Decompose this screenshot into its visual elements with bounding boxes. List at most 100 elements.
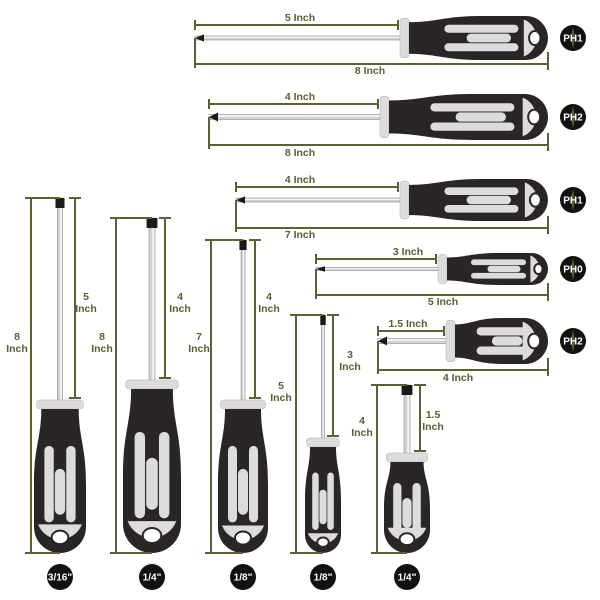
phillips-tip [378, 336, 387, 346]
phillips-tip [209, 112, 218, 122]
grip-stripe [327, 472, 334, 530]
tip-size-badge: 1/8" [230, 564, 256, 590]
badge-label: PH1 [563, 196, 583, 207]
slotted-screwdriver [384, 384, 430, 553]
phillips-screwdriver [315, 253, 548, 285]
badge-label: 1/8" [314, 573, 333, 584]
grip-stripe [471, 272, 526, 279]
tip-size-badge: PH2 [560, 328, 586, 354]
phillips-tip [316, 266, 325, 272]
slotted-tip [146, 218, 158, 228]
phillips-star-icon [571, 27, 575, 49]
grip-stripe [312, 472, 319, 530]
grip-logo-panel [54, 468, 66, 515]
grip-logo-panel [402, 498, 412, 528]
grip-stripe [476, 327, 528, 336]
badge-circle [394, 564, 420, 590]
badge-label: PH1 [563, 34, 583, 45]
badge-circle [310, 564, 336, 590]
handle-collar [379, 96, 390, 138]
hang-hole [527, 332, 542, 350]
handle-collar [306, 437, 340, 448]
shaft-highlight [209, 115, 380, 117]
grip-logo-panel [466, 195, 511, 205]
grip-stripe [228, 445, 237, 523]
hang-hole [398, 532, 416, 547]
grip-stripe [249, 445, 258, 523]
grip-logo-panel [146, 457, 158, 510]
hang-hole [50, 529, 70, 546]
phillips-star-icon [571, 258, 575, 280]
grip-logo-panel [319, 489, 327, 525]
hang-hole [528, 29, 542, 47]
grip-stripe [471, 259, 526, 266]
slotted-tip [320, 315, 326, 325]
shaft-highlight [322, 315, 324, 438]
tip-size-badge: 3/16" [47, 564, 73, 590]
shaft-highlight [316, 268, 438, 270]
handle-collar [445, 320, 456, 362]
tip-size-badge: 1/4" [139, 564, 165, 590]
handle-collar [399, 180, 410, 220]
grip-stripe [444, 24, 519, 33]
badge-label: 1/8" [234, 573, 253, 584]
shaft-highlight [407, 385, 410, 453]
tip-size-badge: 1/8" [310, 564, 336, 590]
grip-logo-panel [487, 265, 521, 273]
hang-hole [528, 192, 542, 208]
overall-length-label: 7 Inch [285, 229, 315, 241]
phillips-star-icon [571, 106, 575, 128]
shaft-highlight [60, 198, 62, 400]
tip-size-badge: PH0 [560, 256, 586, 282]
hang-hole [527, 108, 542, 126]
grip-stripe [158, 431, 170, 519]
shaft-highlight [378, 339, 446, 341]
hang-hole [234, 530, 252, 546]
slotted-screwdriver [123, 217, 181, 553]
tip-size-badge: PH2 [560, 104, 586, 130]
badge-label: 1/4" [143, 573, 162, 584]
blade-length-label: 4 Inch [285, 91, 315, 103]
phillips-screwdriver [208, 94, 548, 140]
tip-size-badge: PH1 [560, 187, 586, 213]
grip-stripe [444, 205, 519, 213]
overall-length-label: 4 Inch [443, 372, 473, 384]
phillips-screwdriver [235, 179, 548, 221]
badge-label: 1/4" [398, 573, 417, 584]
grip-logo-panel [466, 33, 511, 43]
slotted-screwdriver [218, 239, 268, 553]
grip-logo-panel [238, 468, 248, 515]
grip-stripe [476, 346, 528, 355]
badge-label: PH2 [563, 113, 583, 124]
phillips-star-icon [571, 330, 575, 352]
grip-stripe [430, 122, 515, 131]
blade-length-label: 4 Inch [285, 174, 315, 186]
badge-circle [230, 564, 256, 590]
grip-stripe [444, 43, 519, 52]
hang-hole [533, 262, 544, 276]
phillips-screwdriver [194, 16, 548, 60]
phillips-tip [195, 34, 204, 42]
blade-length-label: 5 Inch [285, 12, 315, 24]
slotted-tip [401, 385, 413, 395]
grip-stripe [444, 187, 519, 195]
hang-hole [316, 536, 330, 548]
overall-length-label: 5 Inch [428, 296, 458, 308]
phillips-star-icon [571, 189, 575, 211]
shaft-highlight [243, 240, 245, 400]
grip-stripe [393, 483, 402, 533]
tip-size-badge: 1/4" [394, 564, 420, 590]
handle-collar [437, 254, 448, 284]
badge-circle [139, 564, 165, 590]
tip-size-badge: PH1 [560, 25, 586, 51]
